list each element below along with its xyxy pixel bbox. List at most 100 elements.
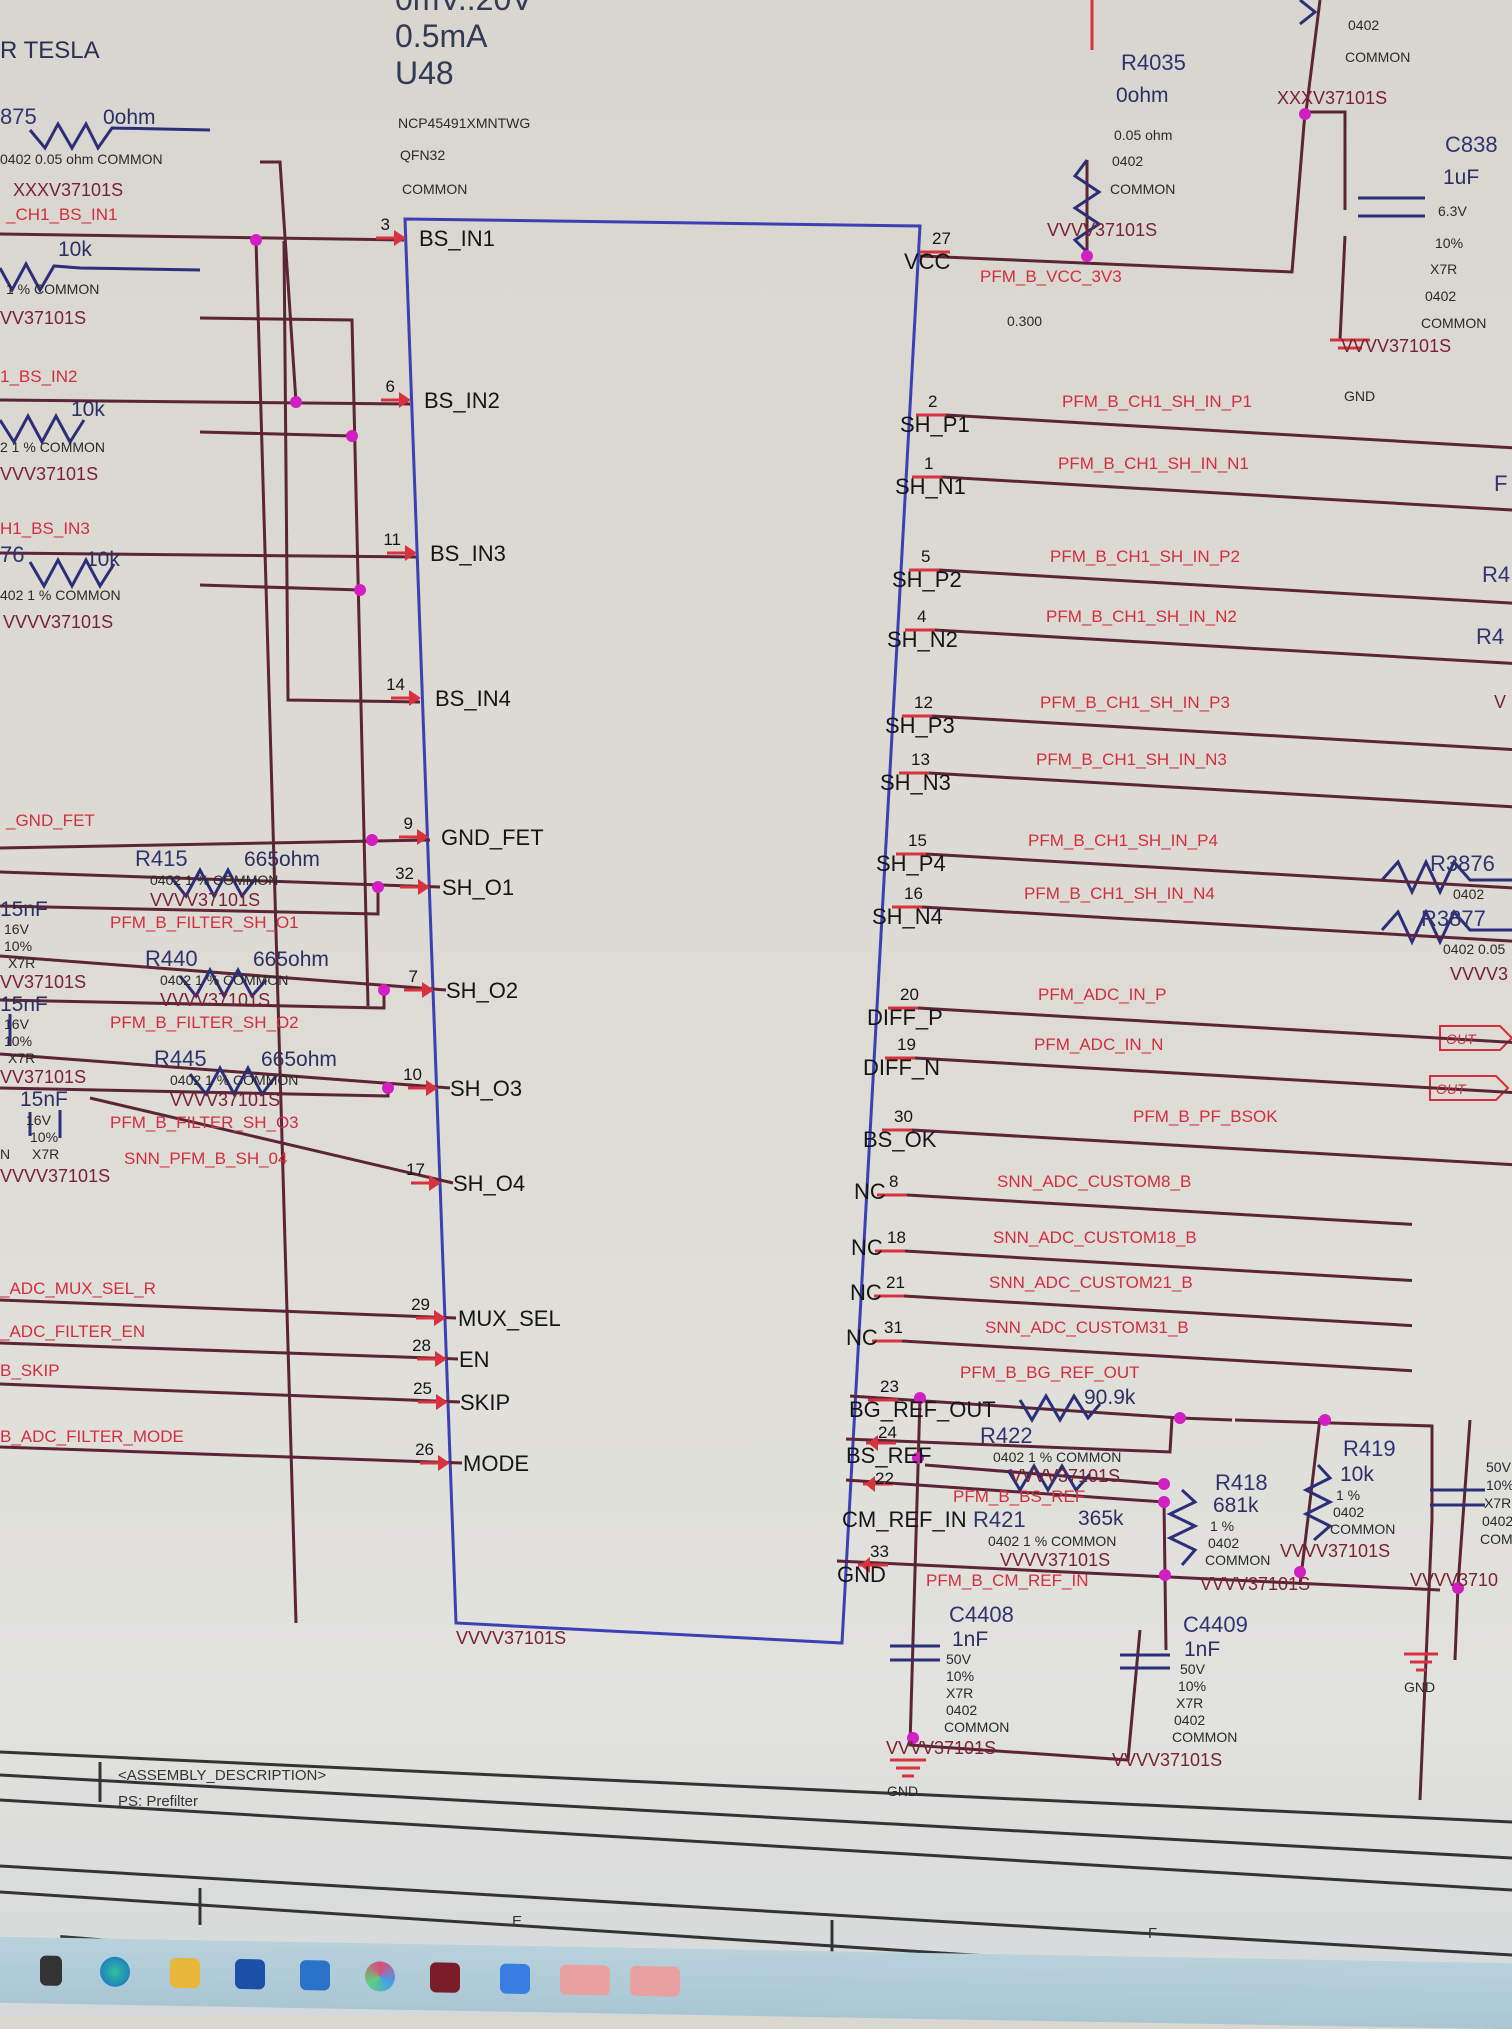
net-wire[interactable] [911, 1128, 1512, 1167]
pin-number: 25 [413, 1379, 432, 1398]
mail-icon[interactable] [500, 1963, 530, 1995]
pin-number: 3 [381, 215, 390, 234]
pin-number: 27 [932, 229, 951, 248]
pin-number: 16 [904, 884, 923, 903]
app-icon-pink[interactable] [560, 1964, 610, 1996]
r-in3-spec: 402 1 % COMMON [0, 587, 121, 603]
c3-diel: X7R [32, 1146, 59, 1162]
r3877-size: 0402 0.05 [1443, 941, 1505, 957]
pin-number: 20 [900, 985, 919, 1004]
r415-spec: 0402 1 % COMMON [150, 872, 278, 888]
c4408-ref: C4408 [949, 1602, 1014, 1627]
edge-browser-icon[interactable] [100, 1956, 130, 1988]
r440-ref: R440 [145, 946, 198, 971]
r419-size: 0402 [1333, 1504, 1364, 1520]
pin-label-3: BS_IN4 [435, 686, 511, 711]
r415-part: VVVV37101S [150, 890, 260, 910]
store-icon[interactable] [235, 1958, 265, 1990]
junction-dot [250, 234, 262, 246]
pin-label-sh_p2: SH_P2 [892, 567, 962, 592]
net-label: PFM_ADC_IN_N [1034, 1035, 1163, 1054]
gnd-label: GND [1344, 388, 1375, 404]
pin-label-sh_p4: SH_P4 [876, 851, 946, 876]
c1-voltage: 16V [4, 921, 30, 937]
pin-number: 24 [878, 1423, 897, 1442]
junction-dot [372, 881, 384, 893]
net-wire[interactable] [921, 905, 1512, 943]
net-wire[interactable] [917, 1006, 1512, 1044]
task-view-icon[interactable] [40, 1955, 62, 1986]
r-in2-value: 10k [71, 398, 105, 421]
net-wire[interactable] [938, 568, 1512, 605]
pin-label-bs_ok: BS_OK [863, 1127, 937, 1152]
net-label: PFM_B_CM_REF_IN [926, 1571, 1088, 1590]
net-wire[interactable] [931, 714, 1512, 752]
out-port-label: OUT [1446, 1031, 1477, 1047]
pin-label-nc: NC [851, 1235, 883, 1260]
c4408-voltage: 50V [946, 1651, 972, 1667]
net-wire[interactable] [914, 1056, 1512, 1094]
net-wire[interactable] [904, 1249, 1413, 1283]
r440-value: 665ohm [253, 948, 329, 971]
junction-dot [1081, 250, 1093, 262]
c1-value: 15nF [0, 898, 48, 921]
r445-ref: R445 [154, 1046, 207, 1071]
copilot-icon[interactable] [365, 1961, 395, 1992]
pin-arrow-icon [435, 1351, 447, 1367]
net-wire[interactable] [945, 413, 1512, 450]
c838-diel: X7R [1430, 261, 1457, 277]
net-wire[interactable] [906, 1193, 1413, 1226]
r-top-part: XXXV37101S [1277, 88, 1387, 108]
cut-label: R4 [1482, 562, 1510, 587]
net-label: PFM_B_CH1_SH_IN_N1 [1058, 454, 1249, 473]
r-in1-spec: 1 % COMMON [6, 281, 99, 297]
junction-dot [907, 1732, 919, 1744]
r418-value: 681k [1213, 1494, 1259, 1517]
assembly-description: <ASSEMBLY_DESCRIPTION> [118, 1767, 326, 1784]
r418-ref: R418 [1215, 1470, 1268, 1495]
net-wire[interactable] [934, 628, 1512, 665]
junction-dot [1299, 108, 1311, 120]
net-wire[interactable] [903, 1294, 1413, 1328]
c4408-value: 1nF [952, 1628, 988, 1651]
out-ports[interactable] [1429, 1025, 1512, 1101]
c838-ref: C838 [1445, 132, 1498, 157]
file-explorer-icon[interactable] [170, 1957, 200, 1989]
gnd-label: GND [1404, 1679, 1435, 1695]
r875-part: XXXV37101S [13, 180, 123, 200]
c838-tol: 10% [1435, 235, 1463, 251]
junction-dot [1174, 1412, 1186, 1424]
r422-part: VVVV37101S [1010, 1466, 1120, 1486]
net-label: PFM_B_CH1_SH_IN_N4 [1024, 884, 1215, 903]
c-edge-diel: X7R [1484, 1495, 1511, 1511]
pin-number: 33 [870, 1542, 889, 1561]
net-wire[interactable] [901, 1339, 1413, 1373]
pin-label-sh_p3: SH_P3 [885, 713, 955, 738]
pin-label-nc: NC [850, 1280, 882, 1305]
c3-part: VVVV37101S [0, 1166, 110, 1186]
c4409-value: 1nF [1184, 1638, 1220, 1661]
junction-dot [914, 1392, 926, 1404]
pin-label-bs_ref: BS_REF [846, 1443, 932, 1468]
sheet-title-fragment: R TESLA [0, 37, 100, 64]
chip-u48-outline[interactable] [403, 217, 922, 1645]
photos-icon[interactable] [300, 1960, 330, 1991]
pin-arrow-icon [426, 1080, 438, 1096]
r445-value: 665ohm [261, 1048, 337, 1071]
net-wire[interactable] [941, 475, 1512, 512]
pin-arrow-icon [405, 545, 417, 561]
c4409-size: 0402 [1174, 1712, 1205, 1728]
r-in1-part: VV37101S [0, 308, 86, 328]
junction-dot [354, 584, 366, 596]
chip-refdes: U48 [395, 55, 454, 91]
app-icon[interactable] [430, 1962, 460, 1993]
app-icon-pink-2[interactable] [630, 1965, 680, 1997]
pin-number: 10 [403, 1065, 422, 1084]
net-wire[interactable] [925, 852, 1512, 890]
pin-label-5: SH_O1 [442, 875, 514, 900]
c838-size: 0402 [1425, 288, 1456, 304]
net-wire[interactable] [928, 771, 1512, 809]
pin-arrow-icon [860, 1557, 870, 1573]
